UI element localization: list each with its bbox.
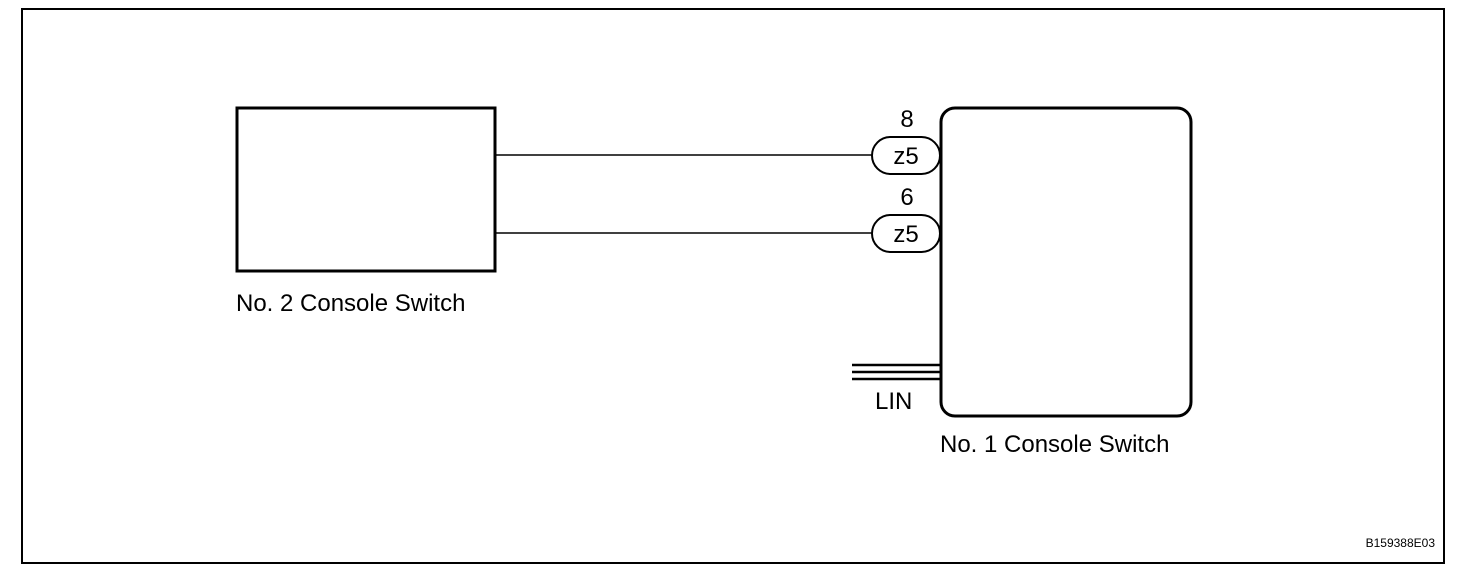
- connector-z5-pin-8: [871, 136, 941, 175]
- lin-bus-label: LIN: [875, 388, 912, 415]
- pin-number-6: 6: [900, 184, 913, 211]
- no2-console-switch-label: No. 2 Console Switch: [236, 290, 465, 317]
- no1-console-switch-box: [939, 106, 1193, 418]
- figure-id: B159388E03: [1366, 536, 1436, 550]
- lin-bus-lines: [852, 363, 941, 381]
- pin-number-8: 8: [900, 106, 913, 133]
- no1-console-switch-label: No. 1 Console Switch: [940, 431, 1169, 458]
- connector-code-pin-6: z5: [893, 221, 918, 248]
- no2-console-switch-box: [235, 106, 497, 273]
- connector-z5-pin-6: [871, 214, 941, 253]
- diagram-frame: [21, 8, 1445, 564]
- connector-code-pin-8: z5: [893, 143, 918, 170]
